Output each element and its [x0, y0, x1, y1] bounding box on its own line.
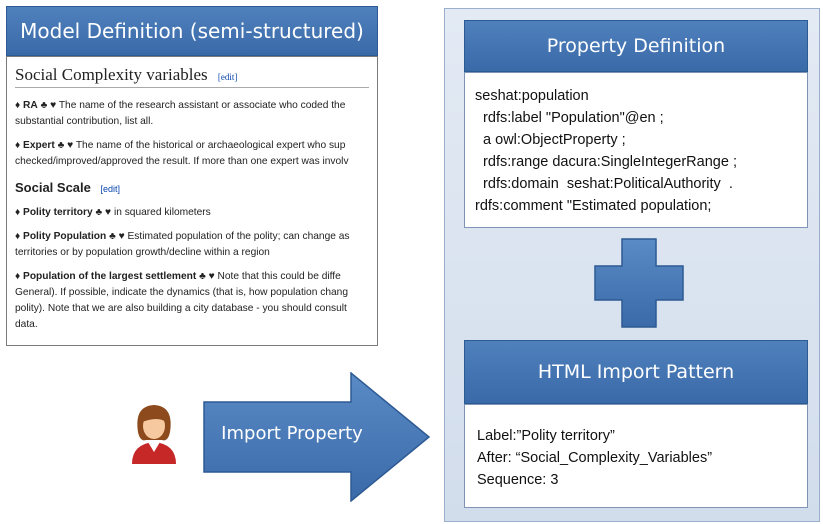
entry-marks: ♣ ♥: [199, 271, 215, 282]
entry-text: in squared kilometers: [113, 207, 211, 218]
edit-link[interactable]: [edit]: [217, 72, 238, 82]
pattern-line: Label:”Polity territory”: [477, 428, 615, 444]
entry-text: Note that this could be diffe: [217, 271, 341, 282]
property-definition-box: seshat:population rdfs:label "Population…: [464, 72, 808, 228]
user-avatar-icon: [132, 405, 176, 464]
subsection-title-text: Social Scale: [15, 180, 91, 195]
import-arrow: [203, 372, 431, 502]
entry-text: General). If possible, indicate the dyna…: [15, 287, 348, 298]
code-line: a owl:ObjectProperty ;: [475, 132, 626, 148]
entry-expert: ♦ Expert ♣ ♥ The name of the historical …: [15, 140, 349, 167]
entry-marks: ♣ ♥: [40, 100, 57, 111]
entry-ra: ♦ RA ♣ ♥ The name of the research assist…: [15, 100, 346, 127]
code-line: rdfs:comment "Estimated population;: [475, 198, 712, 214]
entry-text: Estimated population of the polity; can …: [127, 231, 350, 242]
edit-link[interactable]: [edit]: [100, 184, 121, 194]
section-title-text: Social Complexity variables: [15, 65, 208, 84]
entry-text: substantial contribution, list all.: [15, 116, 154, 127]
wiki-excerpt: Social Complexity variables [edit] ♦ RA …: [6, 56, 378, 346]
subsection-title: Social Scale [edit]: [15, 180, 377, 195]
code-line: rdfs:range dacura:SingleIntegerRange ;: [475, 154, 737, 170]
entry-marks: ♣ ♥: [57, 140, 74, 151]
entry-text: checked/improved/approved the result. If…: [15, 156, 349, 167]
entry-polity-territory: ♦ Polity territory ♣ ♥ in squared kilome…: [15, 207, 211, 218]
entry-text: polity). Note that we are also building …: [15, 303, 347, 314]
entry-label: Expert: [23, 140, 55, 151]
pattern-line: After: “Social_Complexity_Variables”: [477, 450, 713, 466]
code-line: rdfs:label "Population"@en ;: [475, 110, 664, 126]
entry-marks: ♣ ♥: [95, 207, 112, 218]
entry-largest-settlement: ♦ Population of the largest settlement ♣…: [15, 271, 348, 330]
html-import-pattern-header: HTML Import Pattern: [464, 340, 808, 404]
entry-label: Population of the largest settlement: [23, 271, 197, 282]
property-definition-header: Property Definition: [464, 20, 808, 72]
entry-text: territories or by population growth/decl…: [15, 247, 270, 258]
code-line: seshat:population: [475, 88, 589, 104]
section-title: Social Complexity variables [edit]: [15, 65, 369, 88]
model-definition-header: Model Definition (semi-structured): [6, 6, 378, 56]
entry-label: Polity territory: [23, 207, 93, 218]
code-line: rdfs:domain seshat:PoliticalAuthority .: [475, 176, 733, 192]
import-property-label: Import Property: [221, 423, 363, 444]
entry-label: Polity Population: [23, 231, 107, 242]
entry-label: RA: [23, 100, 38, 111]
entry-marks: ♣ ♥: [109, 231, 125, 242]
plus-icon: [594, 238, 684, 328]
html-import-pattern-box: Label:”Polity territory” After: “Social_…: [464, 404, 808, 508]
entry-text: data.: [15, 319, 38, 330]
entry-text: The name of the historical or archaeolog…: [75, 140, 346, 151]
entry-text: The name of the research assistant or as…: [58, 100, 346, 111]
entry-polity-population: ♦ Polity Population ♣ ♥ Estimated popula…: [15, 231, 350, 258]
pattern-line: Sequence: 3: [477, 472, 559, 488]
